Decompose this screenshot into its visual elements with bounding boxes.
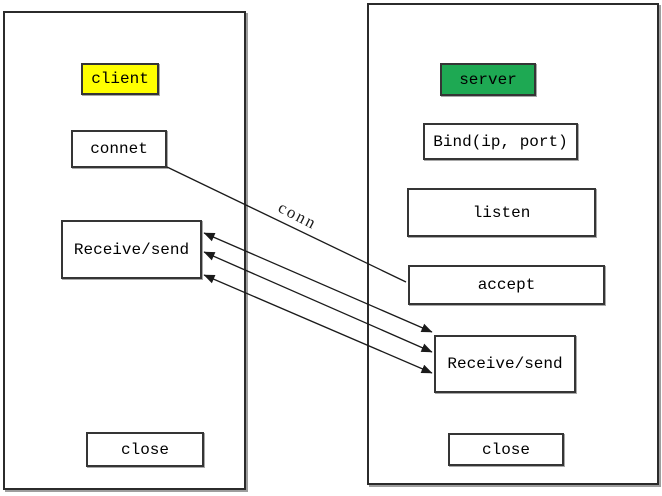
server-bind-box: Bind(ip, port)	[423, 123, 578, 160]
server-title-box: server	[440, 63, 536, 96]
client-receive-send-box: Receive/send	[61, 220, 202, 279]
server-listen-box: listen	[407, 188, 596, 237]
conn-label: conn	[275, 198, 320, 234]
server-receive-send-box: Receive/send	[434, 335, 576, 393]
client-connect-box: connet	[71, 130, 167, 168]
client-close-box: close	[86, 432, 204, 467]
server-accept-box: accept	[408, 265, 605, 305]
server-close-box: close	[448, 433, 564, 466]
client-title-box: client	[81, 63, 159, 95]
